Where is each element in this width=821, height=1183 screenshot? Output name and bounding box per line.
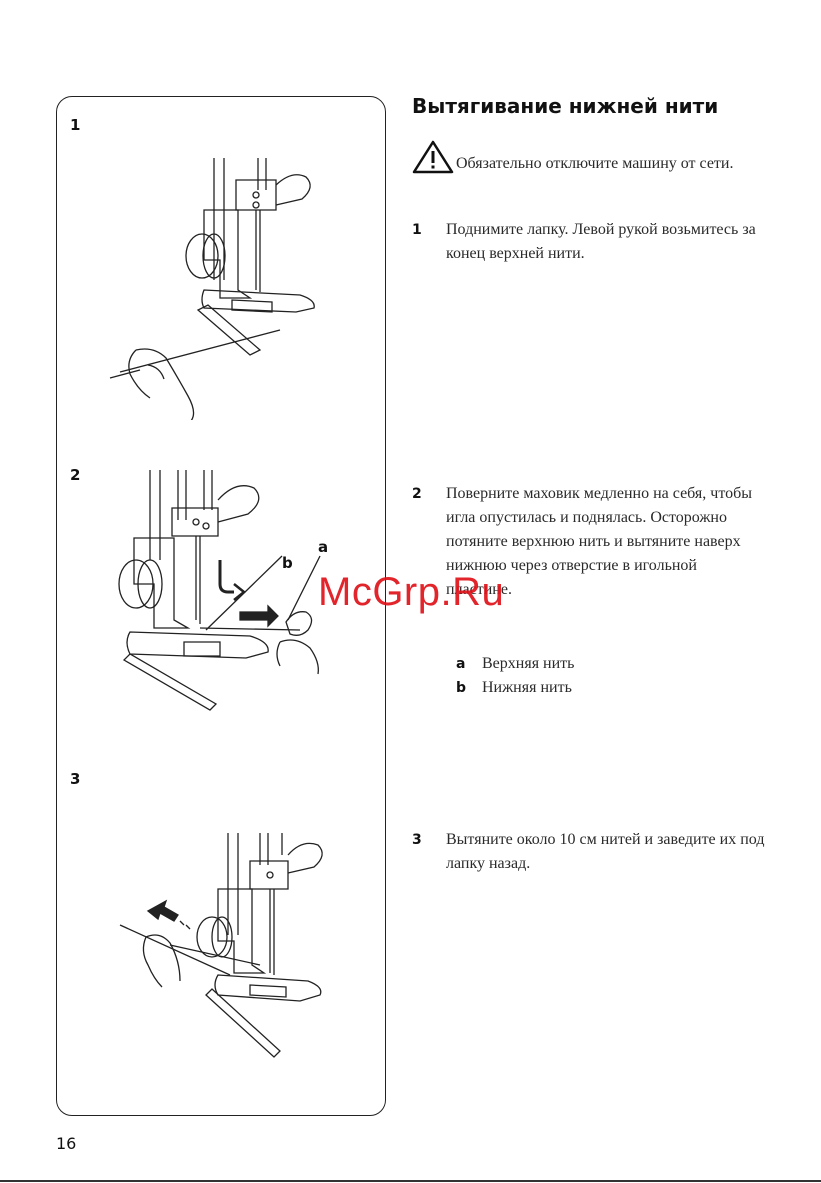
- step-1: 1 Поднимите лапку. Левой рукой возьмитес…: [412, 218, 762, 278]
- page-number: 16: [56, 1134, 77, 1153]
- warning-note: Обязательно отключите машину от сети.: [412, 140, 772, 182]
- figure-2-number: 2: [70, 466, 81, 484]
- figure-1-number: 1: [70, 116, 81, 134]
- legend: a Верхняя нить b Нижняя нить: [456, 652, 574, 700]
- watermark: McGrp.Ru: [318, 570, 505, 614]
- legend-label: Нижняя нить: [482, 679, 572, 696]
- section-title: Вытягивание нижней нити: [412, 94, 719, 118]
- warning-triangle-icon: [412, 140, 454, 182]
- step-2: 2 Поверните маховик медленно на себя, чт…: [412, 482, 762, 632]
- figure-1-illustration: [109, 158, 315, 420]
- bottom-rule: [0, 1180, 821, 1182]
- step-3: 3 Вытяните около 10 см нитей и заведите …: [412, 828, 764, 888]
- step-2-text: Поверните маховик медленно на себя, чтоб…: [446, 485, 752, 598]
- label-b: b: [282, 554, 293, 572]
- step-2-number: 2: [412, 486, 422, 502]
- legend-key: a: [456, 656, 466, 672]
- illustration-panel: [56, 96, 386, 1116]
- step-3-number: 3: [412, 832, 422, 848]
- step-1-number: 1: [412, 222, 422, 238]
- figure-3-illustration: [119, 833, 323, 1058]
- step-1-text: Поднимите лапку. Левой рукой возьмитесь …: [446, 221, 756, 262]
- label-a: a: [318, 538, 328, 556]
- step-3-text: Вытяните около 10 см нитей и заведите их…: [446, 831, 765, 872]
- legend-item-b: b Нижняя нить: [456, 676, 574, 700]
- figure-2-illustration: b a: [118, 470, 328, 711]
- figure-3-number: 3: [70, 770, 81, 788]
- legend-label: Верхняя нить: [482, 655, 575, 672]
- warning-text: Обязательно отключите машину от сети.: [456, 155, 734, 172]
- legend-item-a: a Верхняя нить: [456, 652, 574, 676]
- legend-key: b: [456, 680, 467, 696]
